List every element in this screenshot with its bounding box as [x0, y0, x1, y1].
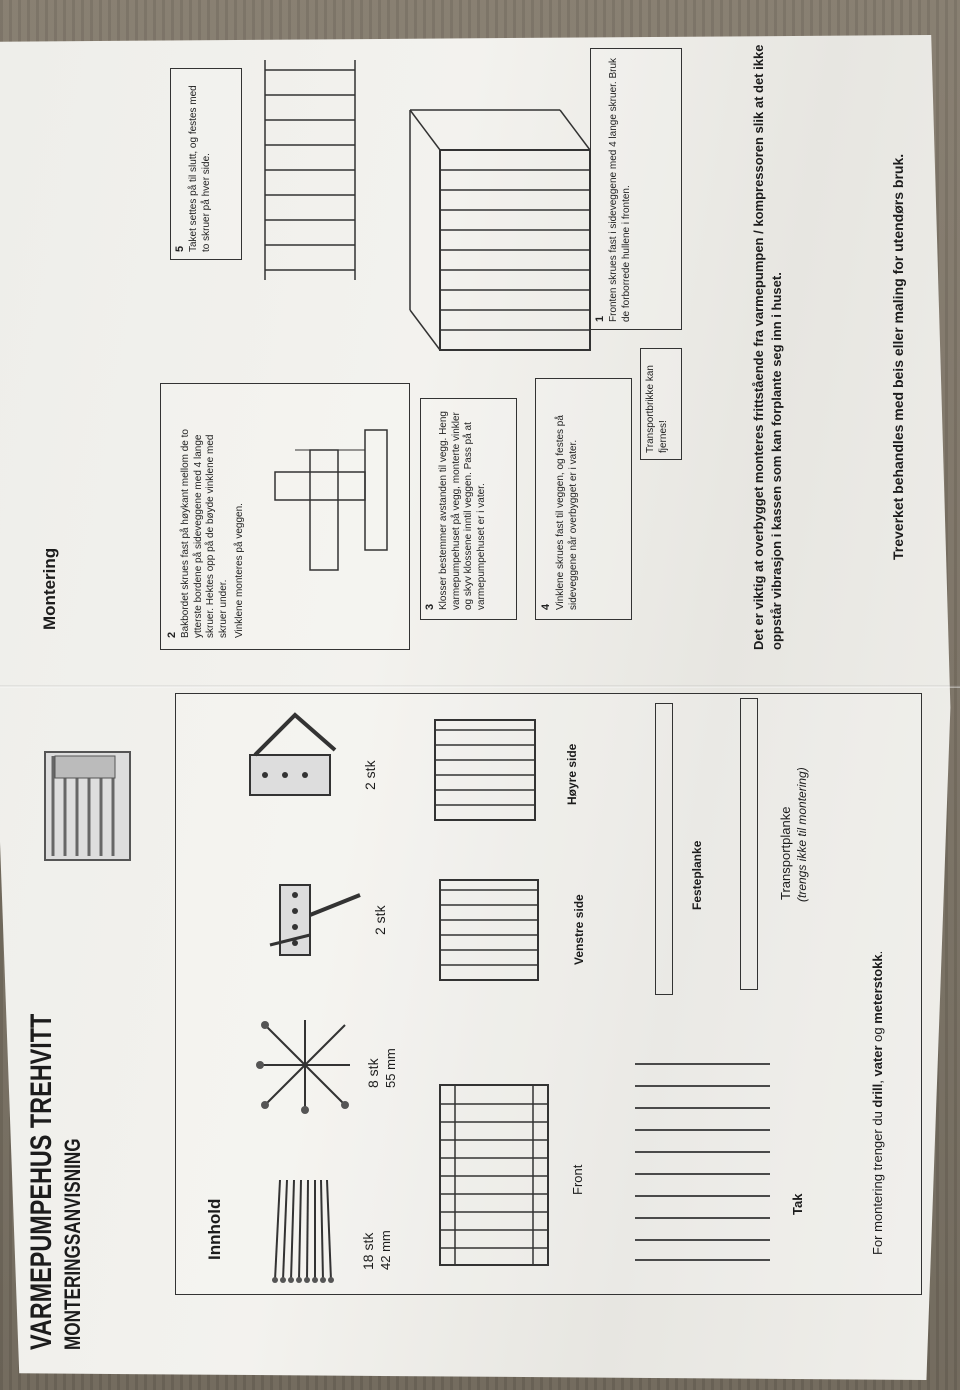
document-subtitle: MONTERINGSANVISNING: [60, 1138, 85, 1350]
long-screws-icon: [272, 1179, 334, 1283]
step-4-number: 4: [540, 603, 552, 610]
fixing-plank-drawing: [655, 703, 673, 995]
right-side-drawing: [434, 719, 536, 821]
long-screws-size: 42 mm: [378, 1230, 393, 1270]
product-illustration: [44, 751, 131, 861]
angle-bracket-qty: 2 stk: [362, 760, 378, 790]
short-screws-qty: 8 stk: [365, 1058, 381, 1088]
step-4-text: Vinklene skrues fast til veggen, og fest…: [555, 415, 579, 610]
short-screws-icon: [256, 1020, 350, 1114]
transport-plank-drawing: [740, 698, 758, 990]
important-note: Det er viktig at overbygget monteres fri…: [751, 44, 784, 650]
step-3-text: Klosser bestemmer avstanden til vegg. He…: [438, 411, 487, 610]
step-4-box: [535, 378, 632, 620]
short-screws-size: 55 mm: [383, 1048, 398, 1088]
roof-label: Tak: [790, 1193, 805, 1215]
right-side-label: Høyre side: [565, 743, 579, 805]
step-5-number: 5: [174, 245, 186, 252]
instruction-sheet: [0, 35, 951, 1380]
bracket-icon: [269, 884, 361, 956]
roof-drawing: [635, 1063, 770, 1261]
step-2-text: Bakbordet skrues fast på høykant mellom …: [180, 429, 229, 638]
step-5-text: Taket settes på til slutt, og festes med…: [188, 85, 212, 252]
assembly-heading: Montering: [40, 547, 59, 630]
paper-fold: [0, 685, 960, 688]
tools-line: For montering trenger du drill, vater og…: [870, 950, 885, 1255]
step-1-box: [590, 48, 682, 330]
long-screws-qty: 18 stk: [360, 1232, 376, 1270]
fixing-plank-label: Festeplanke: [690, 840, 704, 910]
step-3-number: 3: [424, 603, 436, 610]
step-1-number: 1: [594, 315, 606, 322]
front-panel-drawing: [439, 1084, 549, 1266]
step-2-text-2: Vinklene monteres på veggen.: [234, 503, 245, 638]
roof-assembly-drawing: [264, 60, 356, 280]
step-1-text: Fronten skrues fast i sideveggene med 4 …: [608, 57, 632, 322]
bracket-qty: 2 stk: [372, 905, 388, 935]
transport-plank-label: Transportplanke: [778, 806, 793, 900]
wood-treatment-note: Treverket behandles med beis eller malin…: [890, 153, 906, 560]
transport-plank-note: (trengs ikke til montering): [795, 767, 809, 902]
contents-heading: Innhold: [205, 1198, 224, 1260]
front-label: Front: [570, 1164, 585, 1195]
angle-bracket-icon: [249, 712, 337, 796]
step-2-bracket-drawing: [274, 429, 388, 571]
assembly-exploded-drawing: [409, 109, 591, 351]
step-2-number: 2: [166, 631, 178, 638]
left-side-label: Venstre side: [572, 894, 586, 965]
transport-brace-label: Transportbrikke kan fjernes!: [645, 365, 669, 453]
document-title: VARMEPUMPEHUS TREHVITT: [25, 1013, 58, 1350]
left-side-drawing: [439, 879, 539, 981]
